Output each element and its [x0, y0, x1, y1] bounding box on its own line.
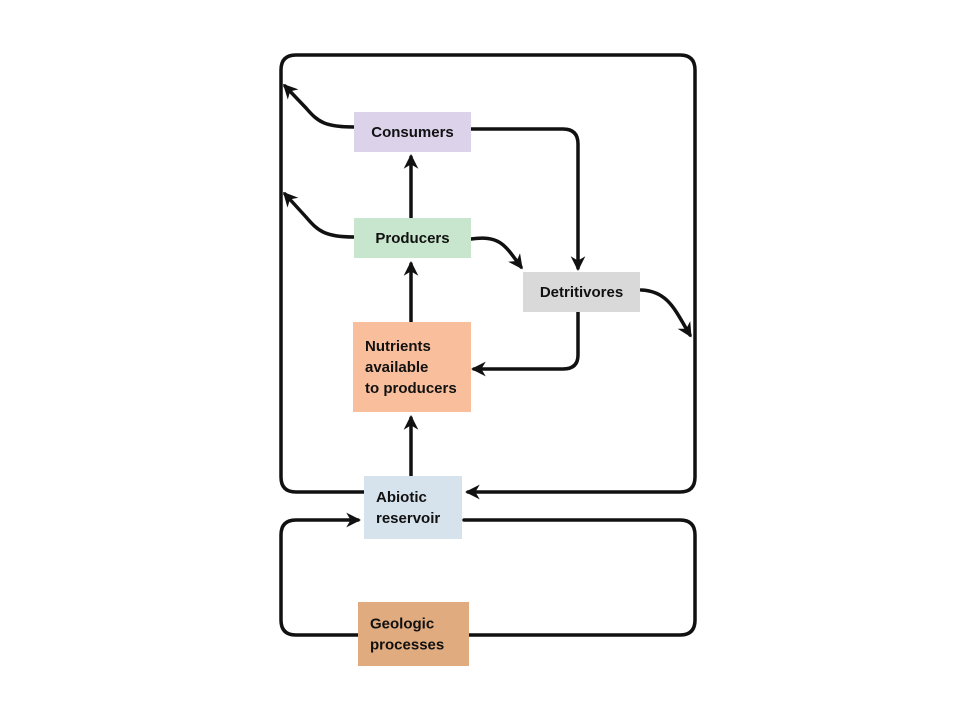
geologic-label: Geologic: [370, 616, 434, 633]
geologic-node: Geologic processes: [358, 602, 469, 666]
abiotic-label: reservoir: [376, 510, 440, 527]
producers-node: Producers: [354, 218, 471, 258]
producers-label: Producers: [375, 230, 449, 247]
detritivores-box: [523, 272, 640, 312]
detritivores-to-outer-loop-arrow: [639, 288, 692, 338]
nutrients-node: Nutrients available to producers: [353, 322, 471, 412]
detritivores-label: Detritivores: [540, 284, 623, 301]
consumers-to-detritivores-arrow: [469, 127, 586, 271]
producers-to-outer-loop-arrow: [283, 191, 356, 239]
consumers-to-outer-loop-arrow: [282, 83, 356, 129]
nutrients-label: Nutrients: [365, 338, 431, 355]
detritivores-to-nutrients-arrow: [471, 310, 580, 377]
outer-loop: [279, 53, 697, 500]
abiotic-label: Abiotic: [376, 489, 427, 506]
nutrients-box: [353, 322, 471, 412]
producers-to-detritivores-arrow: [469, 236, 523, 270]
geologic-box: [358, 602, 469, 666]
producers-box: [354, 218, 471, 258]
consumers-label: Consumers: [371, 124, 454, 141]
nutrients-label: to producers: [365, 380, 457, 397]
consumers-box: [354, 112, 471, 152]
detritivores-node: Detritivores: [523, 272, 640, 312]
geologic-loop: [279, 512, 697, 637]
geologic-label: processes: [370, 637, 444, 654]
nutrients-label: available: [365, 359, 428, 376]
consumers-node: Consumers: [354, 112, 471, 152]
abiotic-box: [364, 476, 462, 539]
abiotic-node: Abiotic reservoir: [364, 476, 462, 539]
